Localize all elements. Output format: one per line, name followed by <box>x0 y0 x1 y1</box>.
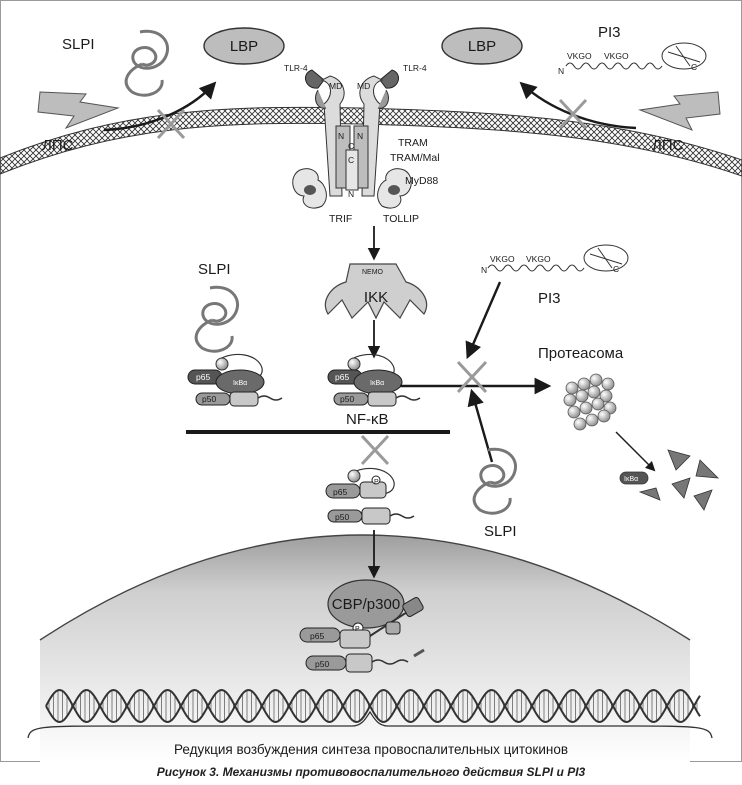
tir-n-label-left: N <box>338 131 344 141</box>
vkgo-label-3: VKGO <box>490 254 515 264</box>
proteasome-to-fragments-arrow <box>615 431 656 472</box>
tir-c-label-top: C <box>348 141 354 151</box>
pi3-c-terminus-middle: C <box>613 264 619 274</box>
lps-label-right: ЛПС <box>652 137 684 154</box>
pi3-peptide-chain-top <box>565 62 663 70</box>
nfkb-dimer-free <box>325 467 415 525</box>
slpi-pi3-mechanism-diagram: SLPI LBP ЛПС LBP PI3 VKGO VKGO N C ЛПС <box>0 24 742 762</box>
nemo-label: NEMO <box>362 269 384 276</box>
lbp-oval-right <box>441 27 523 65</box>
ikba-label-left: IκBα <box>233 380 247 387</box>
tlr4-receptor-complex <box>292 69 412 209</box>
phospho-label-nuclear: P <box>355 626 360 633</box>
inhibition-cross-icon-center <box>456 360 488 394</box>
ikba-degradation-fragments <box>619 449 720 511</box>
slpi-inhibition-arrow <box>467 388 494 463</box>
slpi-label-lower: SLPI <box>484 523 517 540</box>
p50-label-free: p50 <box>335 512 349 522</box>
lbp-oval-left <box>203 27 285 65</box>
proteasome-icon <box>563 373 617 431</box>
nfkb-dna-bound-complex <box>299 597 425 673</box>
pi3-c-terminus-top: C <box>691 62 697 72</box>
lightning-bolt-icon-right <box>638 91 721 131</box>
cbp-p300-label: CBP/p300 <box>332 596 400 613</box>
figure-caption: Рисунок 3. Механизмы противовоспалительн… <box>156 765 586 779</box>
p65-label-center: p65 <box>335 372 349 382</box>
lps-arrow-left <box>103 81 217 132</box>
md-label-right: MD <box>357 81 370 91</box>
vkgo-label-4: VKGO <box>526 254 551 264</box>
pi3-domain-top <box>661 42 707 70</box>
tir-n-label-bottom: N <box>348 189 354 199</box>
dna-brace <box>27 710 713 739</box>
pi3-inhibition-arrow <box>465 281 502 360</box>
p65-label-free: p65 <box>333 487 347 497</box>
lightning-bolt-icon <box>37 91 120 130</box>
tlr4-label-left: TLR-4 <box>284 63 308 73</box>
lbp-label-right: LBP <box>468 38 496 55</box>
proteasome-label: Протеасома <box>538 345 624 362</box>
myd88-label: MyD88 <box>405 175 438 187</box>
pi3-domain-middle <box>583 244 629 272</box>
pi3-n-terminus-middle: N <box>481 265 487 275</box>
phospho-label-free: P <box>374 479 379 486</box>
slpi-coil-middle <box>194 285 239 353</box>
tir-c-label-bottom: C <box>348 155 354 165</box>
vkgo-label-1: VKGO <box>567 51 592 61</box>
ikk-label: IKK <box>364 289 388 306</box>
nfkb-ikba-complex-left <box>187 353 283 407</box>
pi3-peptide-chain-middle <box>487 264 585 272</box>
trif-label: TRIF <box>329 213 352 225</box>
p65-label-nuclear: p65 <box>310 631 324 641</box>
lps-label-left: ЛПС <box>42 137 74 154</box>
ikba-label-center: IκBα <box>370 380 384 387</box>
slpi-label-top-left: SLPI <box>62 36 95 53</box>
tollip-label: TOLLIP <box>383 213 419 225</box>
vkgo-label-2: VKGO <box>604 51 629 61</box>
md-label-left: MD <box>329 81 342 91</box>
p50-label-nuclear: p50 <box>315 659 329 669</box>
inhibition-cross-icon-lower <box>360 434 390 466</box>
nfkb-ikba-complex-center <box>327 353 421 407</box>
slpi-coil-top-left <box>124 29 169 97</box>
tlr4-label-right: TLR-4 <box>403 63 427 73</box>
pi3-label-top: PI3 <box>598 24 621 41</box>
pi3-label-middle: PI3 <box>538 290 561 307</box>
p50-label-left: p50 <box>202 394 216 404</box>
cytokine-reduction-text: Редукция возбуждения синтеза провоспалит… <box>174 742 568 757</box>
cell-membrane <box>0 106 742 177</box>
ikk-complex <box>324 263 428 320</box>
ikba-label-fragment: IκBα <box>624 476 638 483</box>
tram-mal-label: TRAM/Mal <box>390 152 440 164</box>
tir-n-label-right: N <box>357 131 363 141</box>
slpi-coil-lower <box>472 447 517 515</box>
p65-label-left: p65 <box>196 372 210 382</box>
nfkb-label: NF-κB <box>346 411 389 428</box>
p50-label-center: p50 <box>340 394 354 404</box>
dna-helix-icon <box>45 688 701 724</box>
tram-label: TRAM <box>398 137 428 149</box>
pi3-n-terminus-top: N <box>558 66 564 76</box>
lbp-label-left: LBP <box>230 38 258 55</box>
slpi-label-middle: SLPI <box>198 261 231 278</box>
inhibition-cross-icon <box>156 108 186 140</box>
inhibition-cross-icon-right <box>558 98 588 130</box>
